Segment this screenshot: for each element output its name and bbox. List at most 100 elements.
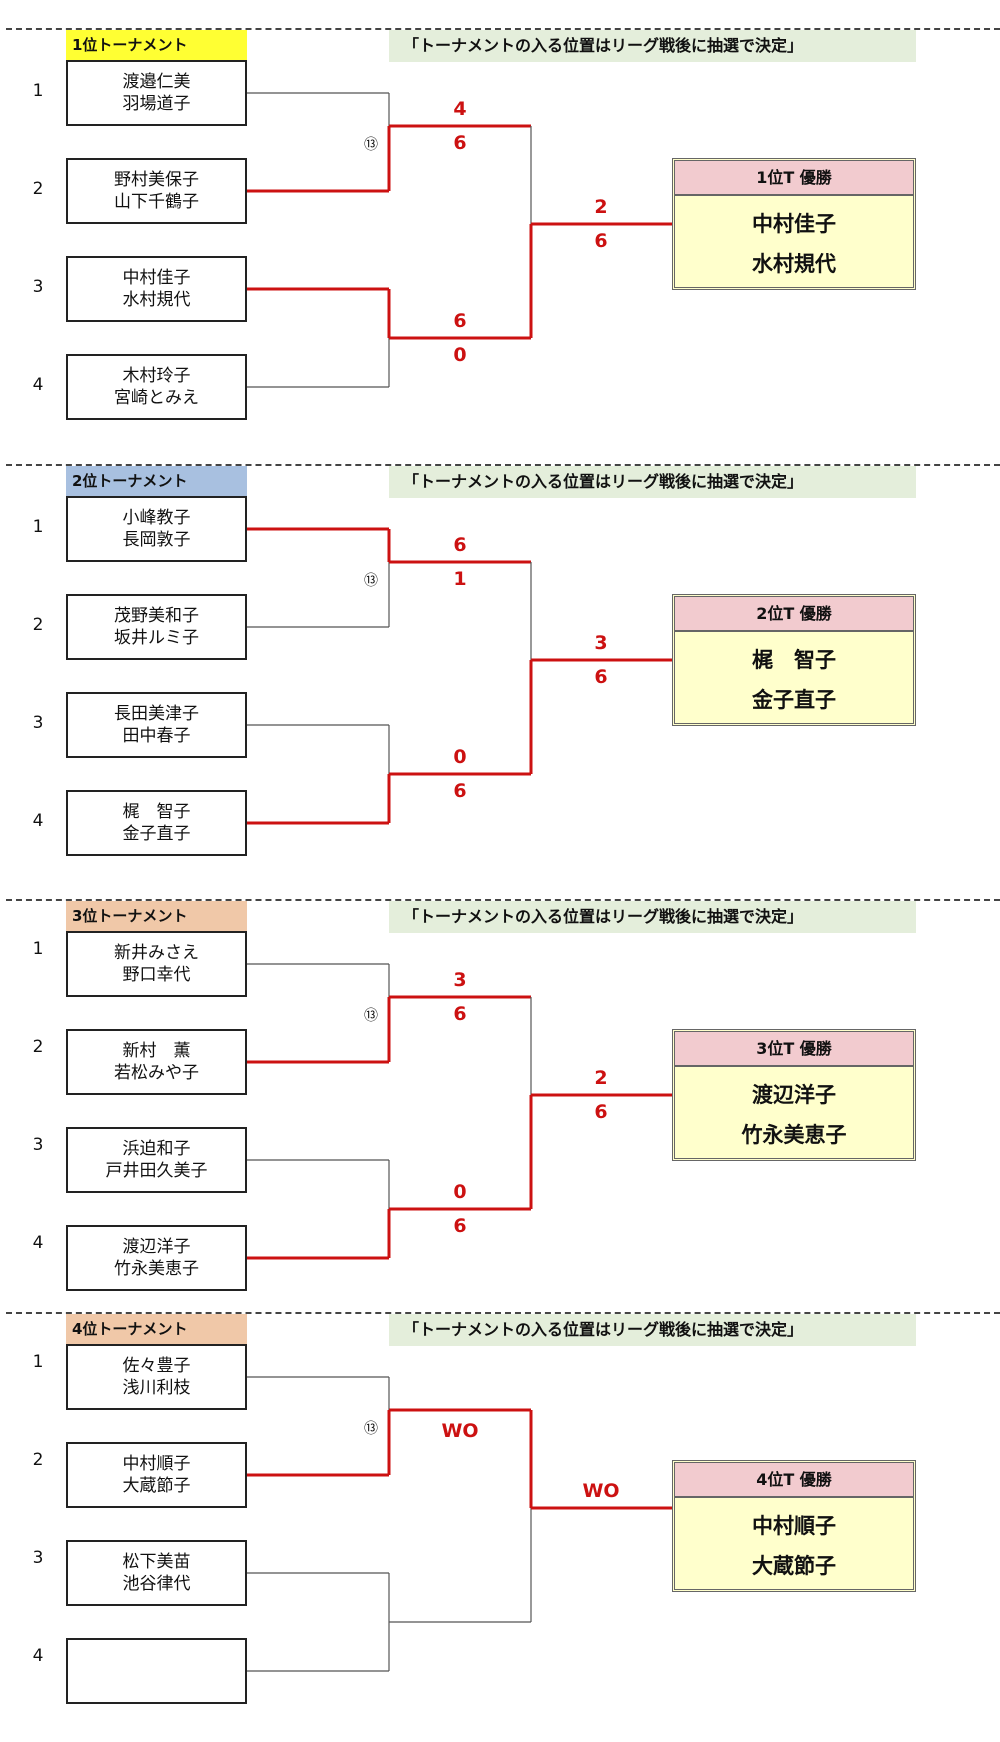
- champion-name: 中村順子: [752, 1514, 836, 1538]
- section-divider: [6, 1312, 1000, 1314]
- tournament-block: 2位トーナメント 「トーナメントの入る位置はリーグ戦後に抽選で決定」 1 小峰教子長岡…: [0, 464, 1000, 894]
- semi2-score-top: 0: [453, 1181, 467, 1203]
- team-entry[interactable]: 松下美苗池谷律代: [66, 1540, 247, 1606]
- player-name: 池谷律代: [122, 1574, 191, 1594]
- champion-title: 1位T 優勝: [675, 161, 913, 196]
- team-entry[interactable]: 茂野美和子坂井ルミ子: [66, 594, 247, 660]
- team-entry[interactable]: 浜迫和子戸井田久美子: [66, 1127, 247, 1193]
- seed-number: 2: [32, 179, 44, 199]
- champion-title: 4位T 優勝: [675, 1463, 913, 1498]
- team-entry[interactable]: 渡邉仁美羽場道子: [66, 60, 247, 126]
- tournament-label: 1位トーナメント: [66, 30, 247, 60]
- semi1-score-top: 3: [453, 969, 467, 991]
- seed-number: 3: [32, 713, 44, 733]
- final-score-bottom: 6: [594, 230, 608, 252]
- semi2-score-top: 6: [453, 310, 467, 332]
- champion-title: 2位T 優勝: [675, 597, 913, 632]
- player-name: 水村規代: [122, 290, 191, 310]
- player-name: 戸井田久美子: [105, 1161, 208, 1181]
- seed-number: 4: [32, 811, 44, 831]
- semi1-score-bottom: 6: [453, 1003, 467, 1025]
- match-number-badge: ⑬: [364, 137, 378, 153]
- player-name: 浜迫和子: [122, 1139, 191, 1159]
- seed-number: 3: [32, 1135, 44, 1155]
- seed-number: 3: [32, 1548, 44, 1568]
- team-entry[interactable]: 木村玲子宮崎とみえ: [66, 354, 247, 420]
- match-number-badge: ⑬: [364, 1421, 378, 1437]
- champion-name: 竹永美恵子: [741, 1123, 847, 1147]
- seed-number: 4: [32, 1233, 44, 1253]
- semi1-score-bottom: WO: [441, 1420, 479, 1442]
- tournament-label: 2位トーナメント: [66, 466, 247, 496]
- seed-number: 1: [32, 1352, 44, 1372]
- player-name: 金子直子: [122, 824, 191, 844]
- semi1-score-top: 6: [453, 534, 467, 556]
- player-name: 田中春子: [122, 726, 191, 746]
- semi1-score-bottom: 1: [453, 568, 467, 590]
- team-entry[interactable]: 佐々豊子浅川利枝: [66, 1344, 247, 1410]
- player-name: 長岡敦子: [122, 530, 191, 550]
- team-entry[interactable]: 野村美保子山下千鶴子: [66, 158, 247, 224]
- final-score-bottom: 6: [594, 1101, 608, 1123]
- team-entry[interactable]: 新井みさえ野口幸代: [66, 931, 247, 997]
- player-name: 長田美津子: [114, 704, 199, 724]
- draw-note-banner: 「トーナメントの入る位置はリーグ戦後に抽選で決定」: [389, 901, 916, 933]
- player-name: 竹永美恵子: [114, 1259, 199, 1279]
- champion-name: 水村規代: [752, 252, 836, 276]
- player-name: 若松みや子: [114, 1063, 199, 1083]
- team-entry[interactable]: 梶 智子金子直子: [66, 790, 247, 856]
- bracket-lines: [247, 1376, 672, 1672]
- player-name: 木村玲子: [122, 366, 191, 386]
- draw-note-banner: 「トーナメントの入る位置はリーグ戦後に抽選で決定」: [389, 30, 916, 62]
- team-entry[interactable]: 長田美津子田中春子: [66, 692, 247, 758]
- match-number-badge: ⑬: [364, 573, 378, 589]
- champion-names: 渡辺洋子竹永美恵子: [675, 1067, 913, 1155]
- section-divider: [6, 28, 1000, 30]
- champion-names: 中村順子大蔵節子: [675, 1498, 913, 1586]
- bracket-lines: [247, 963, 672, 1260]
- player-name: 宮崎とみえ: [114, 388, 199, 408]
- team-entry[interactable]: 中村順子大蔵節子: [66, 1442, 247, 1508]
- semi1-score-top: 4: [453, 98, 467, 120]
- player-name: 羽場道子: [122, 94, 191, 114]
- semi2-score-bottom: 0: [453, 344, 467, 366]
- team-entry[interactable]: 中村佳子水村規代: [66, 256, 247, 322]
- player-name: 浅川利枝: [122, 1378, 191, 1398]
- draw-note-banner: 「トーナメントの入る位置はリーグ戦後に抽選で決定」: [389, 466, 916, 498]
- tournament-label: 4位トーナメント: [66, 1314, 247, 1344]
- team-entry[interactable]: 小峰教子長岡敦子: [66, 496, 247, 562]
- player-name: 中村佳子: [122, 268, 191, 288]
- champion-name: 金子直子: [752, 688, 836, 712]
- final-score-top: 3: [594, 632, 608, 654]
- player-name: 小峰教子: [122, 508, 191, 528]
- champion-box: 4位T 優勝中村順子大蔵節子: [672, 1460, 916, 1592]
- team-entry[interactable]: 渡辺洋子竹永美恵子: [66, 1225, 247, 1291]
- champion-box: 2位T 優勝梶 智子金子直子: [672, 594, 916, 726]
- tournament-block: 1位トーナメント 「トーナメントの入る位置はリーグ戦後に抽選で決定」 1 渡邉仁美羽場…: [0, 28, 1000, 458]
- player-name: 渡辺洋子: [122, 1237, 191, 1257]
- player-name: 梶 智子: [122, 802, 191, 822]
- player-name: 松下美苗: [122, 1552, 191, 1572]
- final-score-top: 2: [594, 196, 608, 218]
- bracket-lines: [247, 92, 672, 388]
- team-entry[interactable]: 新村 薫若松みや子: [66, 1029, 247, 1095]
- seed-number: 1: [32, 81, 44, 101]
- section-divider: [6, 464, 1000, 466]
- champion-names: 中村佳子水村規代: [675, 196, 913, 284]
- seed-number: 2: [32, 615, 44, 635]
- section-divider: [6, 899, 1000, 901]
- seed-number: 1: [32, 939, 44, 959]
- champion-name: 大蔵節子: [752, 1554, 836, 1578]
- player-name: 山下千鶴子: [114, 192, 199, 212]
- seed-number: 2: [32, 1037, 44, 1057]
- player-name: 野村美保子: [114, 170, 199, 190]
- team-entry[interactable]: [66, 1638, 247, 1704]
- champion-box: 1位T 優勝中村佳子水村規代: [672, 158, 916, 290]
- seed-number: 3: [32, 277, 44, 297]
- seed-number: 2: [32, 1450, 44, 1470]
- champion-name: 中村佳子: [752, 212, 836, 236]
- champion-names: 梶 智子金子直子: [675, 632, 913, 720]
- player-name: 大蔵節子: [122, 1476, 191, 1496]
- player-name: 野口幸代: [122, 965, 191, 985]
